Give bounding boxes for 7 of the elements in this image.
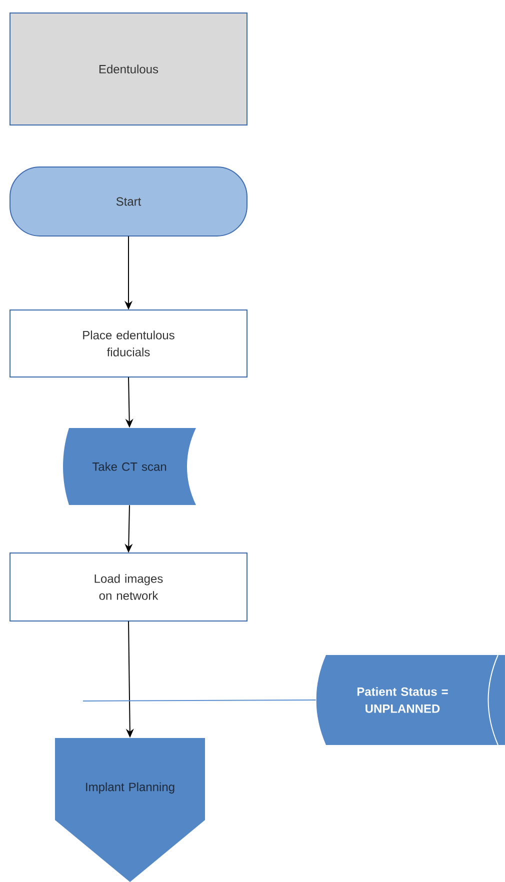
process-box: Load images on network (10, 552, 248, 622)
offpage-connector: Implant Planning (55, 738, 205, 882)
storage-cylinder: Patient Status = UNPLANNED (316, 654, 505, 746)
connector-line (82, 700, 316, 702)
process-box: Place edentulous fiducials (10, 310, 248, 378)
process-box: Edentulous (10, 12, 248, 126)
start-terminal: Start (10, 166, 248, 236)
